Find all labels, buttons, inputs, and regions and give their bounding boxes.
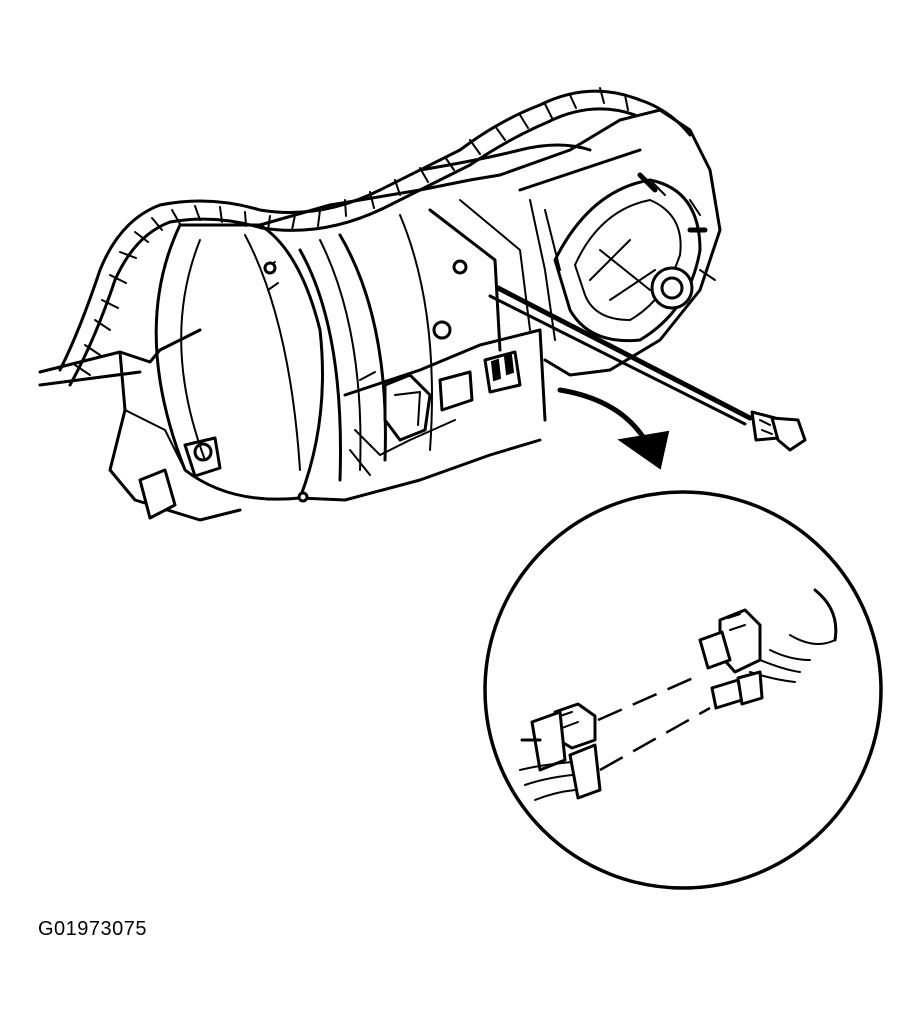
connector-detail-inset — [483, 490, 883, 890]
figure-id-label: G01973075 — [38, 918, 148, 940]
wiring-harness — [58, 87, 692, 387]
callout-arrow — [557, 387, 670, 470]
tail-housing — [38, 328, 242, 522]
converter-housing — [498, 108, 722, 377]
fill-tube — [488, 285, 807, 452]
